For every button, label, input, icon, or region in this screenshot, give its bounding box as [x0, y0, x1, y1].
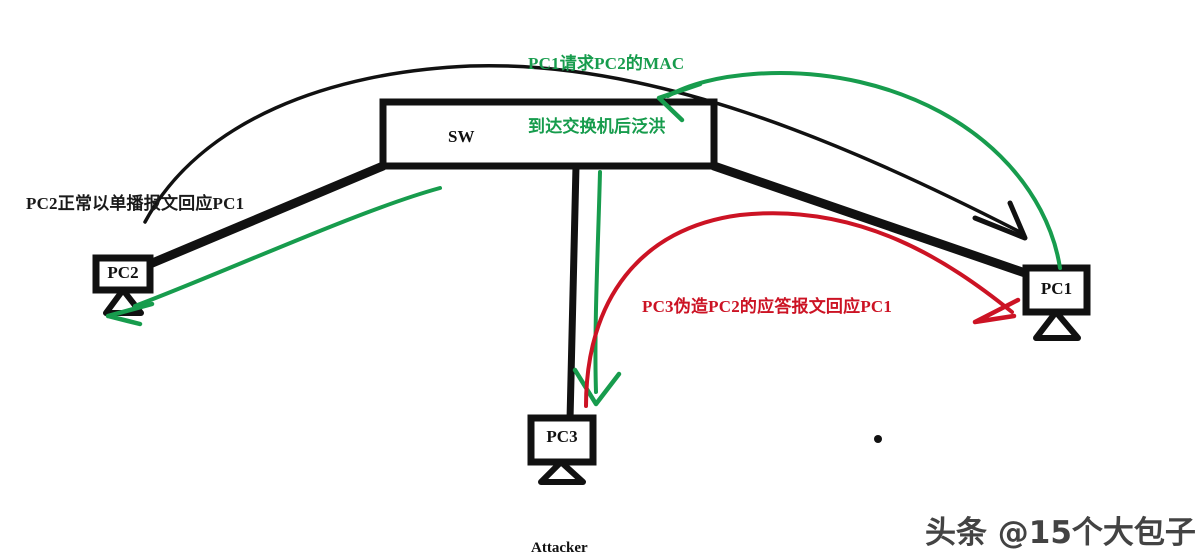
- flow-arp-flood: [105, 71, 1062, 407]
- spoofed-reply-arrowhead: [972, 297, 1021, 325]
- physical-links: [145, 161, 1033, 424]
- unicast-reply-arrowhead: [972, 200, 1028, 241]
- annotation-flood-line2: 到达交换机后泛洪: [528, 117, 666, 137]
- pc1-monitor: [1022, 264, 1091, 316]
- annotation-spoofed-reply: PC3伪造PC2的应答报文回应PC1: [642, 253, 892, 359]
- annotation-unicast-reply: PC2正常以单播报文回应PC1: [26, 150, 244, 256]
- flow-unicast-reply: [143, 63, 1028, 241]
- pc1-stand: [1033, 309, 1081, 341]
- flood-to-pc2-arrowhead: [105, 301, 155, 327]
- link-sw-pc3: [566, 162, 580, 424]
- pc1-node: [1022, 264, 1091, 341]
- flood-to-pc3-line: [593, 170, 602, 394]
- arp-request-arrowhead: [656, 81, 703, 123]
- stray-dot: [874, 435, 882, 443]
- link-sw-pc2: [145, 161, 388, 269]
- unicast-reply-curve: [143, 63, 1022, 234]
- annotation-spoofed-reply-line1: PC3伪造PC2的应答报文回应PC1: [642, 296, 893, 316]
- flood-to-pc2-line: [133, 186, 442, 308]
- pc3-stand: [538, 459, 586, 485]
- pc1-label: PC1: [1040, 279, 1073, 298]
- pc3-label: PC3: [546, 427, 578, 446]
- annotation-flood: PC1请求PC2的MAC 到达交换机后泛洪: [528, 10, 684, 180]
- annotation-flood-line1: PC1请求PC2的MAC: [528, 53, 685, 73]
- flow-spoofed-reply: [584, 211, 1021, 408]
- pc3-caption-en: Attacker: [531, 539, 588, 556]
- pc2-node: [92, 254, 154, 316]
- switch-label: SW: [448, 127, 475, 146]
- pc2-label: PC2: [107, 263, 139, 282]
- pc3-monitor: [527, 414, 597, 466]
- watermark: 头条 @15个大包子: [925, 515, 1196, 551]
- spoofed-reply-curve: [584, 211, 1014, 408]
- annotation-unicast-reply-line1: PC2正常以单播报文回应PC1: [26, 193, 245, 213]
- switch-node: [379, 98, 718, 170]
- switch-box: [379, 98, 718, 170]
- arp-request-curve: [666, 71, 1062, 270]
- pc3-node: [527, 414, 597, 485]
- link-sw-pc1: [709, 161, 1033, 279]
- pc3-caption: Attacker 攻击者: [531, 494, 588, 559]
